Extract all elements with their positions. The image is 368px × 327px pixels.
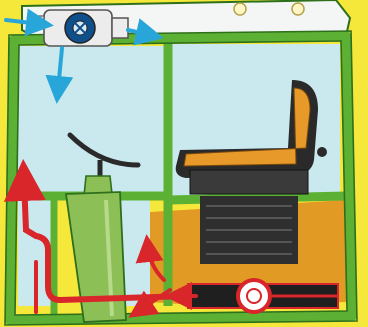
seat-suspension xyxy=(200,196,298,264)
heater-blower-icon xyxy=(188,280,338,312)
